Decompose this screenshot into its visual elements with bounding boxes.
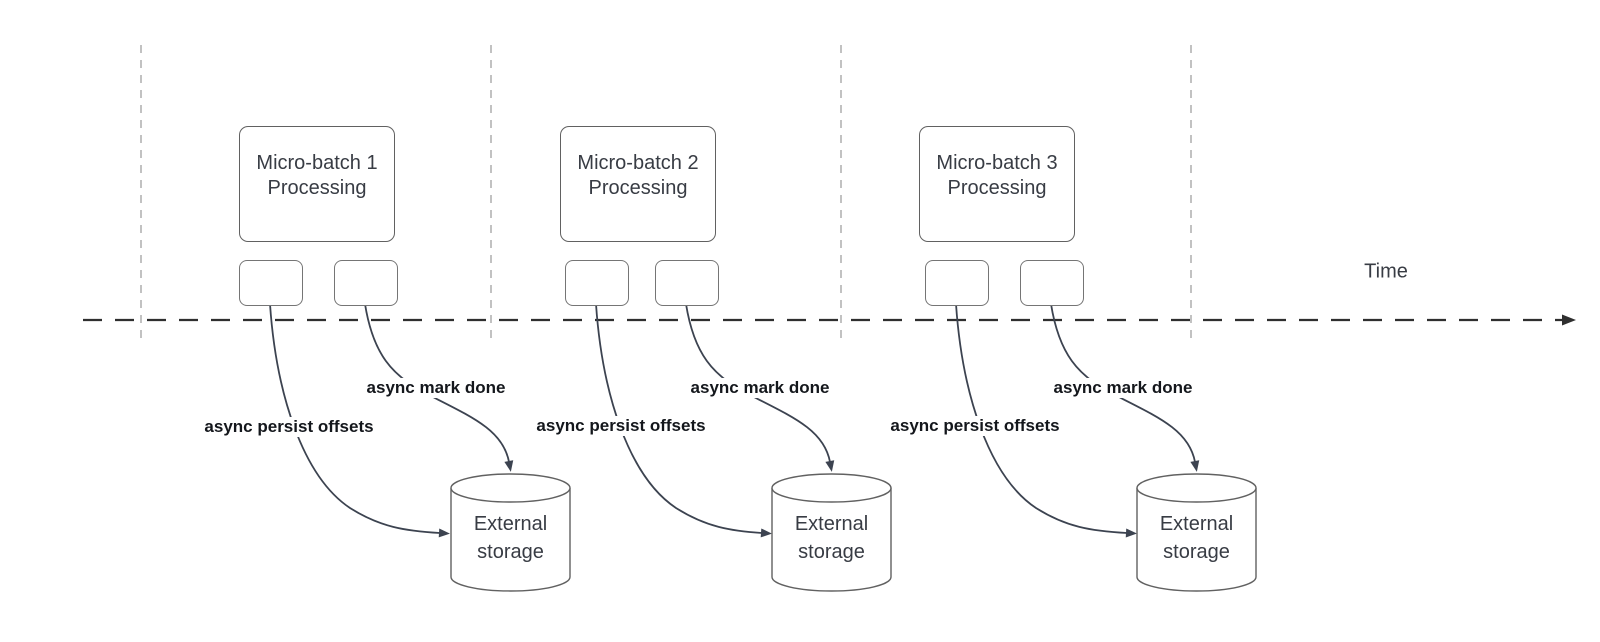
async-mark-done-label: async mark done: [363, 378, 509, 398]
external-storage-label: External storage: [473, 513, 548, 563]
persist-offsets-arrow: [269, 303, 450, 538]
async-persist-task-node: [565, 260, 629, 306]
async-persist-task-node: [239, 260, 303, 306]
micro-batch-title-line1: Micro-batch 1: [256, 151, 378, 174]
micro-batch-title-line2: Processing: [947, 176, 1047, 199]
micro-batch-2-processing-box: Micro-batch 2 Processing: [560, 126, 716, 242]
micro-batch-1-processing-box: Micro-batch 1 Processing: [239, 126, 395, 242]
async-mark-done-label: async mark done: [687, 378, 833, 398]
async-mark-done-label: async mark done: [1050, 378, 1196, 398]
micro-batch-title-line1: Micro-batch 2: [577, 151, 699, 174]
micro-batch-title-line2: Processing: [267, 176, 367, 199]
async-mark-done-task-node: [1020, 260, 1084, 306]
micro-batch-title-line1: Micro-batch 3: [936, 151, 1058, 174]
external-storage-cylinder: [450, 473, 571, 592]
async-persist-offsets-label: async persist offsets: [887, 416, 1063, 436]
time-axis-label: Time: [1364, 260, 1408, 283]
async-persist-offsets-label: async persist offsets: [533, 416, 709, 436]
async-persist-offsets-label: async persist offsets: [201, 417, 377, 437]
micro-batch-title-line2: Processing: [588, 176, 688, 199]
async-persist-task-node: [925, 260, 989, 306]
async-mark-done-task-node: [334, 260, 398, 306]
async-mark-done-task-node: [655, 260, 719, 306]
external-storage-label: External storage: [1159, 513, 1234, 563]
external-storage-cylinder: [1136, 473, 1257, 592]
persist-offsets-arrow: [595, 303, 772, 538]
external-storage-label: External storage: [794, 513, 869, 563]
external-storage-cylinder: [771, 473, 892, 592]
micro-batch-3-processing-box: Micro-batch 3 Processing: [919, 126, 1075, 242]
persist-offsets-arrow: [955, 303, 1137, 538]
